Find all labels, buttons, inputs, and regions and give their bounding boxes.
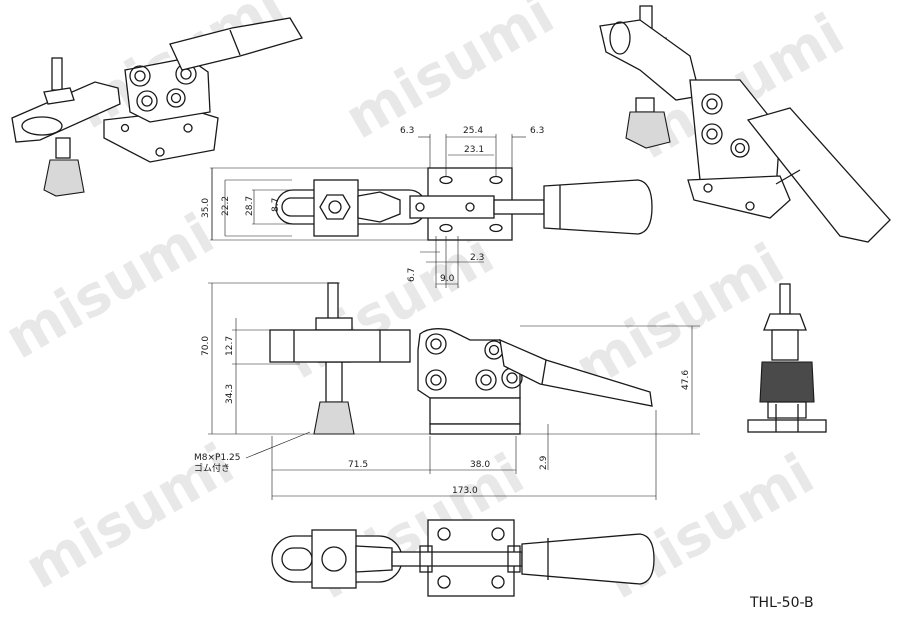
dim-2-3: 2.3 [470,253,484,263]
dim-6-7: 6.7 [407,268,417,282]
dim-25-4: 25.4 [463,126,483,136]
dim-23-1: 23.1 [464,145,484,155]
model-label: THL-50-B [749,595,814,611]
dim-2-9: 2.9 [539,455,549,470]
iso-view-left [11,17,303,197]
watermark-text: misumi [0,202,225,372]
dim-47-6: 47.6 [681,370,691,390]
dim-6-3-right: 6.3 [530,126,544,136]
top-view [210,134,653,288]
watermark-text: misumi [595,442,825,612]
dim-34-3: 34.3 [225,384,235,404]
dim-38-0: 38.0 [470,460,490,470]
dim-8-7: 8.7 [271,198,281,212]
note-thread-size: M8×P1.25 [194,453,241,463]
dim-22-2: 22.2 [221,196,231,216]
dim-173-0: 173.0 [452,486,478,496]
dim-35-0: 35.0 [201,198,211,218]
side-view-dimension-labels: 70.0 12.7 34.3 47.6 71.5 38.0 2.9 173.0 [201,336,691,496]
dim-28-7: 28.7 [245,196,255,216]
dim-70-0: 70.0 [201,336,211,356]
dim-6-3-left: 6.3 [400,126,414,136]
dim-71-5: 71.5 [348,460,368,470]
bottom-view [271,519,655,597]
note-rubber-tip: ゴム付き [194,462,230,474]
thread-note: M8×P1.25 ゴム付き [194,453,241,474]
side-view [208,282,700,500]
dim-12-7: 12.7 [225,336,235,356]
iso-view-right [599,5,891,243]
top-view-dimension-labels: 6.3 25.4 6.3 23.1 35.0 28.7 22.2 8.7 6.7… [201,126,544,284]
end-view [747,283,827,433]
dim-9-0: 9.0 [440,274,455,284]
